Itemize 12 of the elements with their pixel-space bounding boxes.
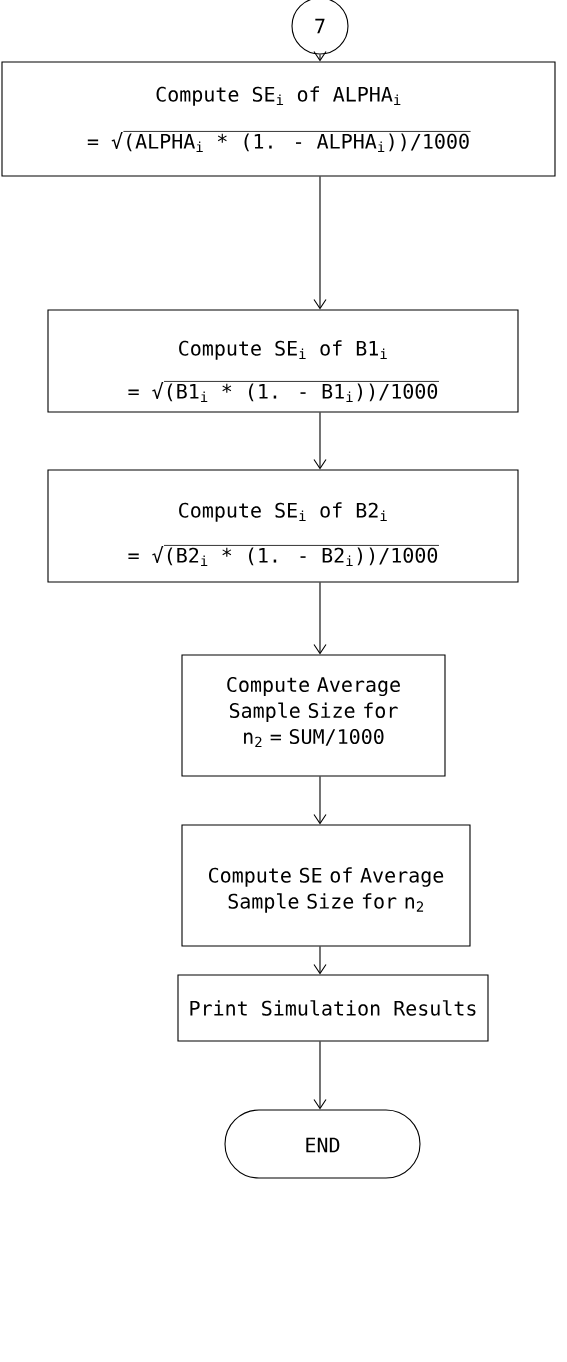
process-box: Compute Average Sample Size for n$_{2}$ = SUM/1000 [181,654,446,777]
arrow [313,1041,327,1110]
process-box: Compute SE$_{i}$ of ALPHA$_{i}$ = √(ALPHA$_{i}$ * (1. - ALPHA$_{i}$))/1000 [1,61,556,177]
arrow [313,412,327,470]
process-box: Compute SE$_{i}$ of B1$_{i}$ = √(B1$_{i}$ * (1. - B1$_{i}$))/1000 [47,309,519,413]
process-box: Compute SE of Average Sample Size for n$_{2}$ [181,824,471,947]
arrow [313,582,327,655]
process-box: Compute SE$_{i}$ of B2$_{i}$ = √(B2$_{i}$ * (1. - B2$_{i}$))/1000 [47,469,519,583]
arrow [313,176,327,310]
process-box: Print Simulation Results [177,974,489,1042]
arrow [313,946,327,975]
arrow [313,776,327,825]
